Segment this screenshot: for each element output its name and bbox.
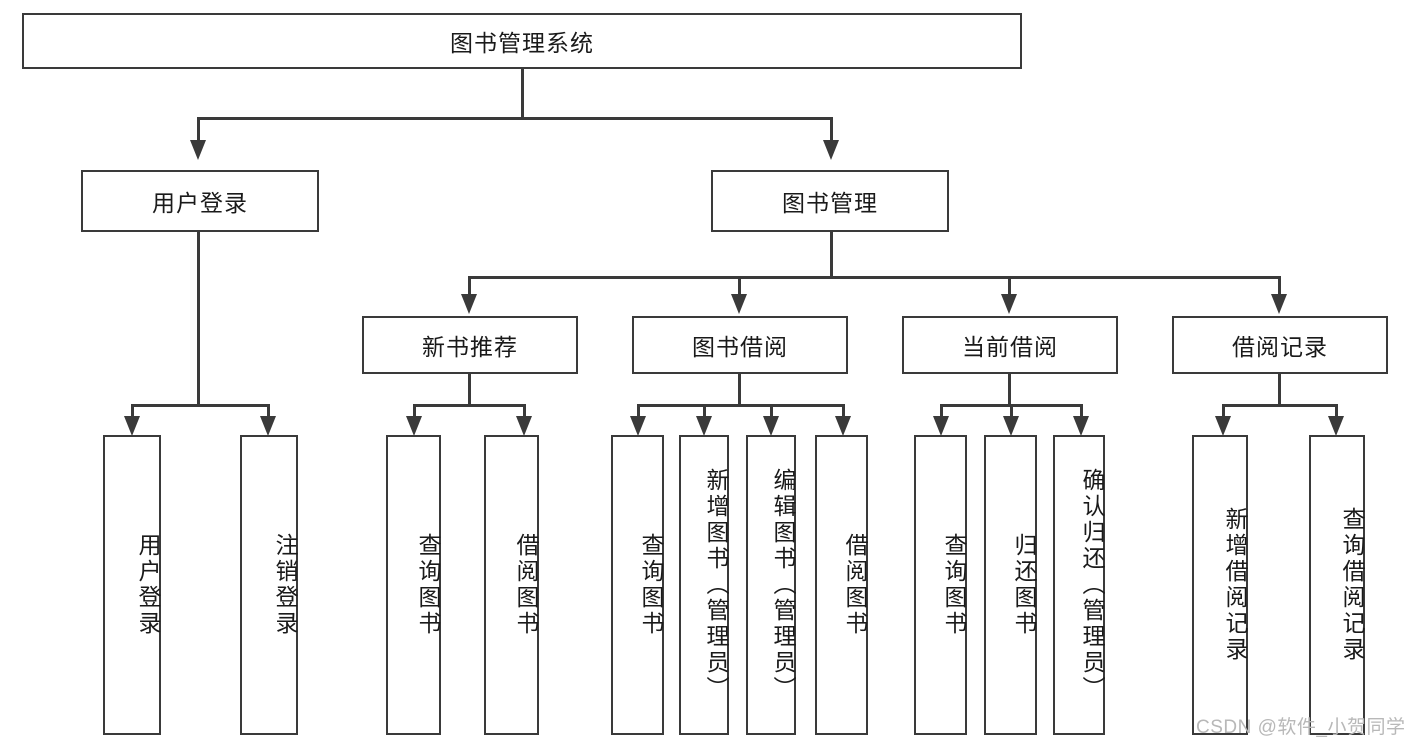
connector-book-borrow-bus — [637, 404, 842, 407]
connector-current-borrow-stem — [1008, 374, 1011, 406]
connector-level3-bus — [468, 276, 1280, 279]
leaf-borrow-book-2[interactable]: 借阅图书 — [815, 435, 868, 735]
connector-user-login-drop-2 — [267, 404, 270, 422]
leaf-query-book-1[interactable]: 查询图书 — [386, 435, 441, 735]
node-label: 新增图书（管理员） — [703, 468, 729, 702]
node-label: 图书管理系统 — [450, 30, 594, 56]
node-label: 新增借阅记录 — [1222, 507, 1248, 663]
leaf-query-borrow-record[interactable]: 查询借阅记录 — [1309, 435, 1365, 735]
node-borrow-record[interactable]: 借阅记录 — [1172, 316, 1388, 374]
arrowhead-leaf-logout-login — [260, 416, 276, 436]
node-label: 查询图书 — [638, 533, 664, 637]
connector-user-login-drop-1 — [131, 404, 134, 422]
connector-current-borrow-drop-2 — [1010, 404, 1013, 422]
connector-new-book-bus — [413, 404, 523, 407]
leaf-logout-login[interactable]: 注销登录 — [240, 435, 298, 735]
connector-current-borrow-drop-1 — [940, 404, 943, 422]
node-current-borrow[interactable]: 当前借阅 — [902, 316, 1118, 374]
connector-level3-drop-2 — [738, 276, 741, 298]
node-label: 查询图书 — [415, 533, 441, 637]
connector-level2-bus — [197, 117, 833, 120]
leaf-borrow-book-1[interactable]: 借阅图书 — [484, 435, 539, 735]
arrowhead-leaf-borrow-book-2 — [835, 416, 851, 436]
arrowhead-leaf-confirm-return — [1073, 416, 1089, 436]
connector-level2-drop-left — [197, 117, 200, 142]
arrowhead-user-login — [190, 140, 206, 160]
arrowhead-leaf-edit-book — [763, 416, 779, 436]
node-label: 借阅图书 — [842, 533, 868, 637]
connector-level3-drop-1 — [468, 276, 471, 298]
arrowhead-leaf-return-book — [1003, 416, 1019, 436]
node-label: 用户登录 — [135, 533, 161, 637]
leaf-query-book-3[interactable]: 查询图书 — [914, 435, 967, 735]
leaf-user-login[interactable]: 用户登录 — [103, 435, 161, 735]
node-book-management-system[interactable]: 图书管理系统 — [22, 13, 1022, 69]
node-label: 注销登录 — [272, 533, 298, 637]
arrowhead-leaf-borrow-book-1 — [516, 416, 532, 436]
connector-book-borrow-drop-2 — [703, 404, 706, 422]
node-book-management[interactable]: 图书管理 — [711, 170, 949, 232]
leaf-query-book-2[interactable]: 查询图书 — [611, 435, 664, 735]
connector-borrow-record-bus — [1222, 404, 1335, 407]
connector-new-book-drop-1 — [413, 404, 416, 422]
leaf-confirm-return[interactable]: 确认归还（管理员） — [1053, 435, 1105, 735]
connector-level2-drop-right — [830, 117, 833, 142]
arrowhead-leaf-query-borrow-record — [1328, 416, 1344, 436]
connector-user-login-stem — [197, 232, 200, 406]
arrowhead-leaf-query-book-2 — [630, 416, 646, 436]
connector-user-login-bus — [131, 404, 267, 407]
arrowhead-book-management — [823, 140, 839, 160]
arrowhead-leaf-query-book-3 — [933, 416, 949, 436]
connector-root-stem — [521, 69, 524, 119]
node-label: 确认归还（管理员） — [1079, 468, 1105, 702]
connector-new-book-stem — [468, 374, 471, 406]
connector-borrow-record-drop-2 — [1335, 404, 1338, 422]
connector-book-borrow-drop-4 — [842, 404, 845, 422]
connector-new-book-drop-2 — [523, 404, 526, 422]
node-label: 编辑图书（管理员） — [770, 468, 796, 702]
arrowhead-new-book-recommend — [461, 294, 477, 314]
node-user-login[interactable]: 用户登录 — [81, 170, 319, 232]
connector-level3-drop-3 — [1008, 276, 1011, 298]
connector-current-borrow-drop-3 — [1080, 404, 1083, 422]
csdn-watermark: CSDN @软件_小贺同学 — [1196, 712, 1405, 739]
arrowhead-leaf-user-login — [124, 416, 140, 436]
node-book-borrow[interactable]: 图书借阅 — [632, 316, 848, 374]
arrowhead-leaf-query-book-1 — [406, 416, 422, 436]
node-label: 新书推荐 — [422, 334, 518, 360]
leaf-edit-book[interactable]: 编辑图书（管理员） — [746, 435, 796, 735]
connector-book-management-stem — [830, 232, 833, 278]
leaf-return-book[interactable]: 归还图书 — [984, 435, 1037, 735]
node-label: 借阅图书 — [513, 533, 539, 637]
leaf-add-borrow-record[interactable]: 新增借阅记录 — [1192, 435, 1248, 735]
node-label: 借阅记录 — [1232, 334, 1328, 360]
watermark-text: CSDN @软件_小贺同学 — [1196, 717, 1405, 738]
leaf-add-book[interactable]: 新增图书（管理员） — [679, 435, 729, 735]
arrowhead-current-borrow — [1001, 294, 1017, 314]
arrowhead-borrow-record — [1271, 294, 1287, 314]
connector-book-borrow-stem — [738, 374, 741, 406]
connector-borrow-record-stem — [1278, 374, 1281, 406]
node-label: 查询借阅记录 — [1339, 507, 1365, 663]
node-label: 图书借阅 — [692, 334, 788, 360]
arrowhead-book-borrow — [731, 294, 747, 314]
connector-book-borrow-drop-1 — [637, 404, 640, 422]
connector-borrow-record-drop-1 — [1222, 404, 1225, 422]
node-label: 查询图书 — [941, 533, 967, 637]
node-label: 当前借阅 — [962, 334, 1058, 360]
node-label: 用户登录 — [152, 190, 248, 216]
arrowhead-leaf-add-book — [696, 416, 712, 436]
node-label: 归还图书 — [1011, 533, 1037, 637]
connector-book-borrow-drop-3 — [770, 404, 773, 422]
connector-level3-drop-4 — [1278, 276, 1281, 298]
node-new-book-recommend[interactable]: 新书推荐 — [362, 316, 578, 374]
node-label: 图书管理 — [782, 190, 878, 216]
arrowhead-leaf-add-borrow-record — [1215, 416, 1231, 436]
